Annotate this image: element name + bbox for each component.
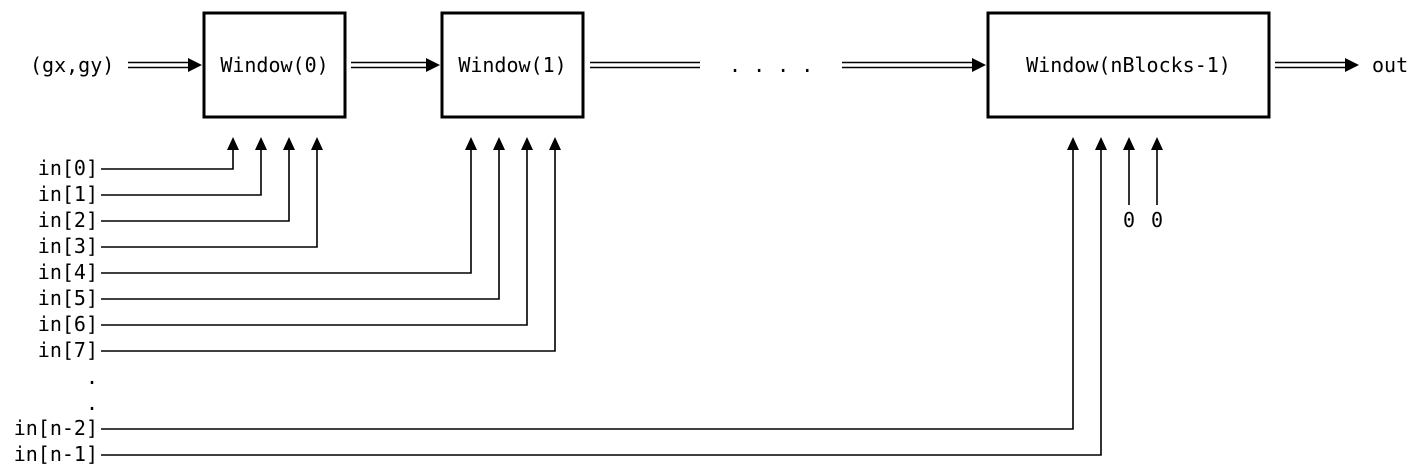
input-label-n-1: in[n-1]: [14, 442, 98, 466]
output-label: out: [1372, 53, 1408, 77]
window-last-label: Window(nBlocks-1): [1026, 53, 1231, 77]
window-0-box: [202, 11, 347, 119]
window-0-label: Window(0): [220, 53, 328, 77]
window-last-block: Window(nBlocks-1): [986, 11, 1271, 119]
window-1-input-wires: [101, 137, 561, 352]
input-label-n-2: in[n-2]: [14, 416, 98, 440]
input-label-4: in[4]: [38, 260, 98, 284]
window-last-input-wires: [101, 137, 1163, 456]
window-0-block: Window(0): [202, 11, 347, 119]
link-line-1-ellipsis: [590, 61, 700, 69]
output-double-arrow: [1275, 58, 1359, 72]
input-label-6: in[6]: [38, 312, 98, 336]
input-label-0: in[0]: [38, 156, 98, 180]
zero-input-2: 0: [1151, 208, 1163, 232]
input-label-5: in[5]: [38, 286, 98, 310]
horizontal-ellipsis: . . . .: [729, 53, 813, 77]
input-label-7: in[7]: [38, 338, 98, 362]
input-label-2: in[2]: [38, 208, 98, 232]
window-last-box: [986, 11, 1271, 119]
window-1-label: Window(1): [458, 53, 566, 77]
window-1-block: Window(1): [440, 11, 585, 119]
window-1-box: [440, 11, 585, 119]
window-0-input-wires: [101, 137, 323, 248]
vertical-ellipsis-dot-1: .: [86, 365, 98, 389]
input-gx-gy-label: (gx,gy): [30, 53, 114, 77]
zero-input-1: 0: [1123, 208, 1135, 232]
link-arrow-ellipsis-last: [842, 58, 986, 72]
link-arrow-0-1: [351, 58, 440, 72]
input-label-1: in[1]: [38, 182, 98, 206]
input-double-arrow: [128, 58, 202, 72]
input-label-3: in[3]: [38, 234, 98, 258]
vertical-ellipsis-dot-2: .: [86, 391, 98, 415]
